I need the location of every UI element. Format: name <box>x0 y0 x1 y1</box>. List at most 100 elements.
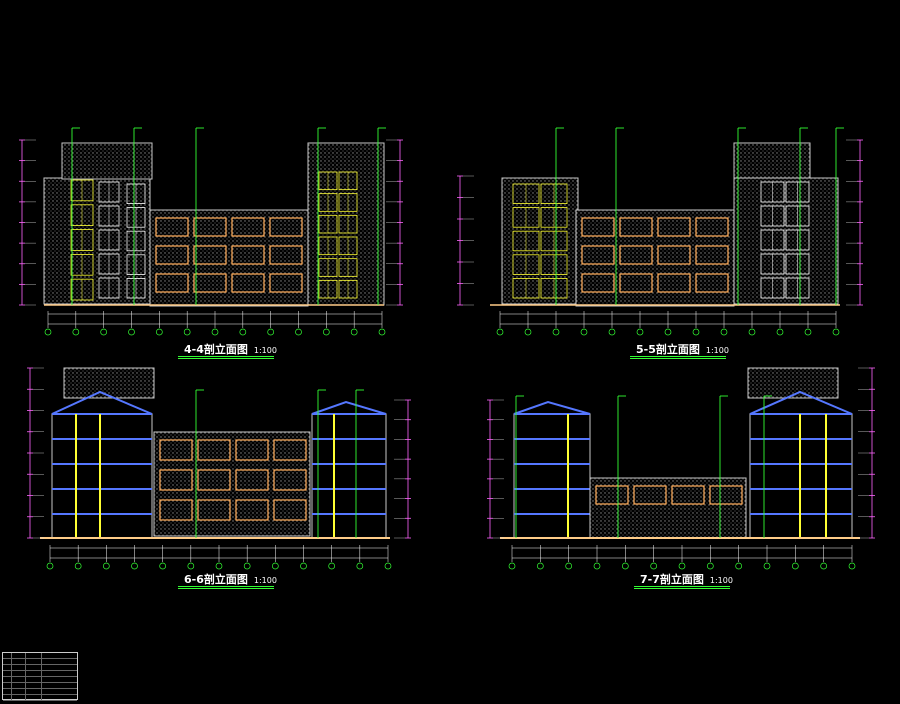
axis-bubble <box>211 328 219 336</box>
axis-bubble <box>720 328 728 336</box>
axis-bubble <box>496 328 504 336</box>
index-table-cell <box>3 695 12 700</box>
roof-block <box>61 142 153 180</box>
index-table-cell <box>25 689 42 694</box>
window-orange <box>155 217 189 237</box>
axis-bubble <box>692 328 700 336</box>
window-orange <box>633 485 667 505</box>
window-orange <box>595 485 629 505</box>
window-orange <box>657 245 691 265</box>
index-table-cell <box>3 677 12 682</box>
axis-bubble <box>72 328 80 336</box>
axis-bubble <box>44 328 52 336</box>
axis-bubble <box>565 562 573 570</box>
window-orange <box>709 485 743 505</box>
window-orange <box>657 273 691 293</box>
title-underline <box>178 358 274 359</box>
index-table-cell <box>25 677 42 682</box>
axis-bubble <box>215 562 223 570</box>
axis-bubble <box>776 328 784 336</box>
drawing-index-table <box>2 652 78 701</box>
axis-bubble <box>267 328 275 336</box>
window-orange <box>231 245 265 265</box>
facade-block <box>43 177 151 305</box>
axis-bubble <box>128 328 135 336</box>
axis-bubble <box>763 562 771 570</box>
window-orange <box>581 217 615 237</box>
corridor-block <box>589 477 747 539</box>
index-table-cell <box>11 677 26 682</box>
index-table-cell <box>3 665 12 670</box>
window-orange <box>269 245 303 265</box>
axis-bubble <box>187 562 195 570</box>
axis-bubble <box>706 562 714 570</box>
window-orange <box>197 469 231 491</box>
index-table-cell <box>11 683 26 688</box>
window-orange <box>193 245 227 265</box>
window-orange <box>159 499 193 521</box>
index-table-cell <box>25 695 42 700</box>
index-table-cell <box>25 671 42 676</box>
axis-bubble <box>848 562 856 570</box>
window-orange <box>269 217 303 237</box>
window-orange <box>695 245 729 265</box>
corridor-block <box>149 209 309 307</box>
window-orange <box>197 439 231 461</box>
window-orange <box>193 217 227 237</box>
index-table-row <box>3 659 77 665</box>
index-table-cell <box>25 683 42 688</box>
section-block <box>51 413 153 539</box>
axis-bubble <box>678 562 686 570</box>
index-table-row <box>3 653 77 659</box>
index-table-cell <box>25 659 42 664</box>
window-orange <box>235 469 269 491</box>
axis-bubble <box>508 562 516 570</box>
roof-truss <box>51 390 153 415</box>
corridor-block <box>153 431 311 537</box>
window-orange <box>159 469 193 491</box>
title-underline <box>178 356 274 357</box>
window-orange <box>695 273 729 293</box>
window-orange <box>197 499 231 521</box>
window-orange <box>269 273 303 293</box>
window-orange <box>581 273 615 293</box>
window-orange <box>657 217 691 237</box>
window-orange <box>619 245 653 265</box>
axis-bubble <box>384 562 392 570</box>
axis-bubble <box>239 328 247 336</box>
axis-bubble <box>580 328 588 336</box>
axis-bubble <box>243 562 251 570</box>
index-table-cell <box>3 653 12 658</box>
index-table-row <box>3 671 77 677</box>
title-underline <box>634 588 730 589</box>
axis-bubble <box>102 562 110 570</box>
axis-bubble <box>735 562 743 570</box>
index-table-cell <box>11 659 26 664</box>
index-table-cell <box>25 653 42 658</box>
section-block <box>311 413 387 539</box>
window-orange <box>619 217 653 237</box>
index-table-cell <box>11 653 26 658</box>
roof-truss <box>749 390 853 415</box>
roof-block <box>63 367 155 399</box>
axis-bubble <box>650 562 658 570</box>
axis-bubble <box>271 562 279 570</box>
facade-block <box>501 177 579 305</box>
index-table-row <box>3 689 77 695</box>
axis-bubble <box>155 328 163 336</box>
roof-truss <box>513 400 591 415</box>
index-table-cell <box>11 689 26 694</box>
index-table-cell <box>11 671 26 676</box>
section-block <box>513 413 591 539</box>
window-orange <box>619 273 653 293</box>
axis-bubble <box>322 328 330 336</box>
index-table-row <box>3 683 77 689</box>
axis-bubble <box>664 328 672 336</box>
axis-bubble <box>832 328 840 336</box>
window-orange <box>193 273 227 293</box>
axis-bubble <box>804 328 812 336</box>
index-table-cell <box>3 659 12 664</box>
